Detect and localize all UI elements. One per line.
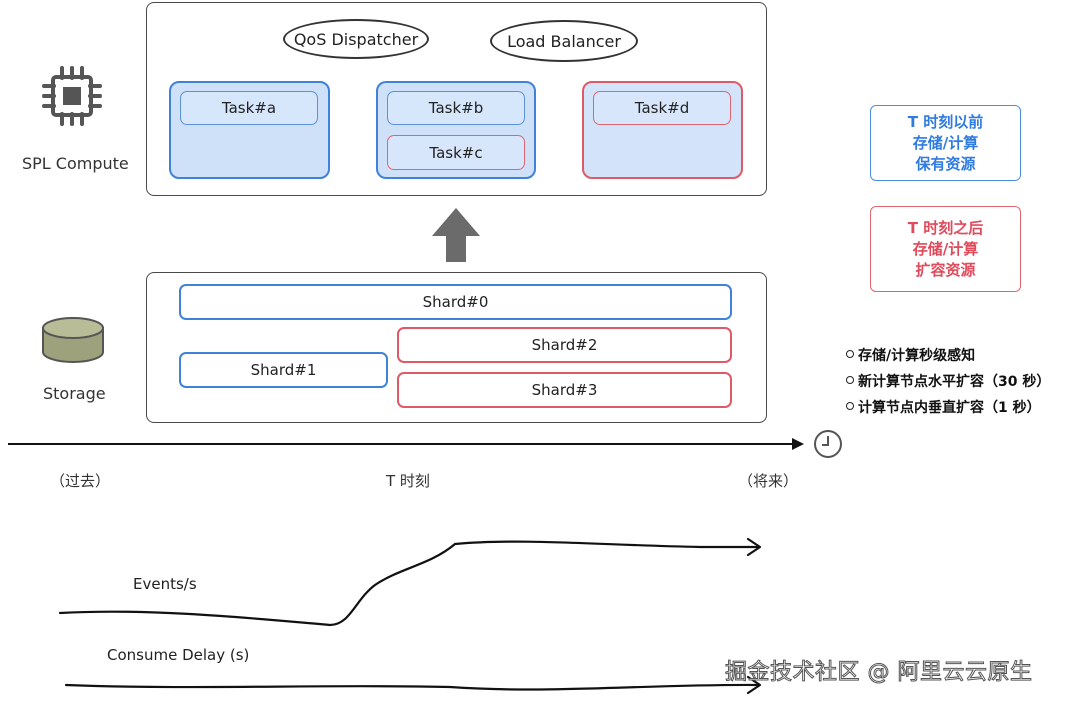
timeline-future: （将来） (738, 472, 799, 490)
chip-icon (40, 64, 104, 128)
shard-2: Shard#2 (397, 327, 732, 363)
clock-icon (812, 428, 844, 460)
timeline-arrow-icon (6, 434, 806, 454)
storage-label: Storage (43, 384, 106, 403)
bullet-icon (846, 376, 854, 384)
compute-label: SPL Compute (22, 154, 129, 173)
events-curve (0, 520, 800, 640)
events-label: Events/s (133, 575, 197, 593)
database-icon (40, 316, 106, 364)
qos-dispatcher: QoS Dispatcher (283, 19, 429, 59)
legend-after-line1: T 时刻之后 (907, 218, 984, 237)
delay-curve (0, 660, 800, 702)
legend-after-line3: 扩容资源 (915, 260, 976, 279)
feature-item: 计算节点内垂直扩容（1 秒） (846, 395, 1050, 421)
legend-before: T 时刻以前 存储/计算 保有资源 (870, 105, 1021, 181)
feature-list: 存储/计算秒级感知 新计算节点水平扩容（30 秒） 计算节点内垂直扩容（1 秒） (846, 343, 1050, 421)
legend-before-line3: 保有资源 (915, 154, 976, 173)
task-c: Task#c (387, 135, 525, 170)
legend-after-line2: 存储/计算 (912, 239, 979, 258)
shard-0: Shard#0 (179, 284, 732, 320)
up-arrow-icon (430, 206, 482, 264)
task-b: Task#b (387, 91, 525, 125)
task-a: Task#a (180, 91, 318, 125)
timeline-past: （过去） (50, 472, 111, 490)
legend-after: T 时刻之后 存储/计算 扩容资源 (870, 206, 1021, 292)
delay-label: Consume Delay (s) (107, 646, 250, 664)
legend-before-line1: T 时刻以前 (907, 112, 984, 131)
watermark: 掘金技术社区 @ 阿里云云原生 (725, 660, 1033, 686)
feature-item: 新计算节点水平扩容（30 秒） (846, 369, 1050, 395)
bullet-icon (846, 402, 854, 410)
task-d: Task#d (593, 91, 731, 125)
shard-1: Shard#1 (179, 352, 388, 388)
bullet-icon (846, 350, 854, 358)
shard-3: Shard#3 (397, 372, 732, 408)
legend-before-line2: 存储/计算 (912, 133, 979, 152)
feature-item: 存储/计算秒级感知 (846, 343, 1050, 369)
timeline-t: T 时刻 (386, 472, 430, 490)
load-balancer: Load Balancer (490, 20, 638, 62)
